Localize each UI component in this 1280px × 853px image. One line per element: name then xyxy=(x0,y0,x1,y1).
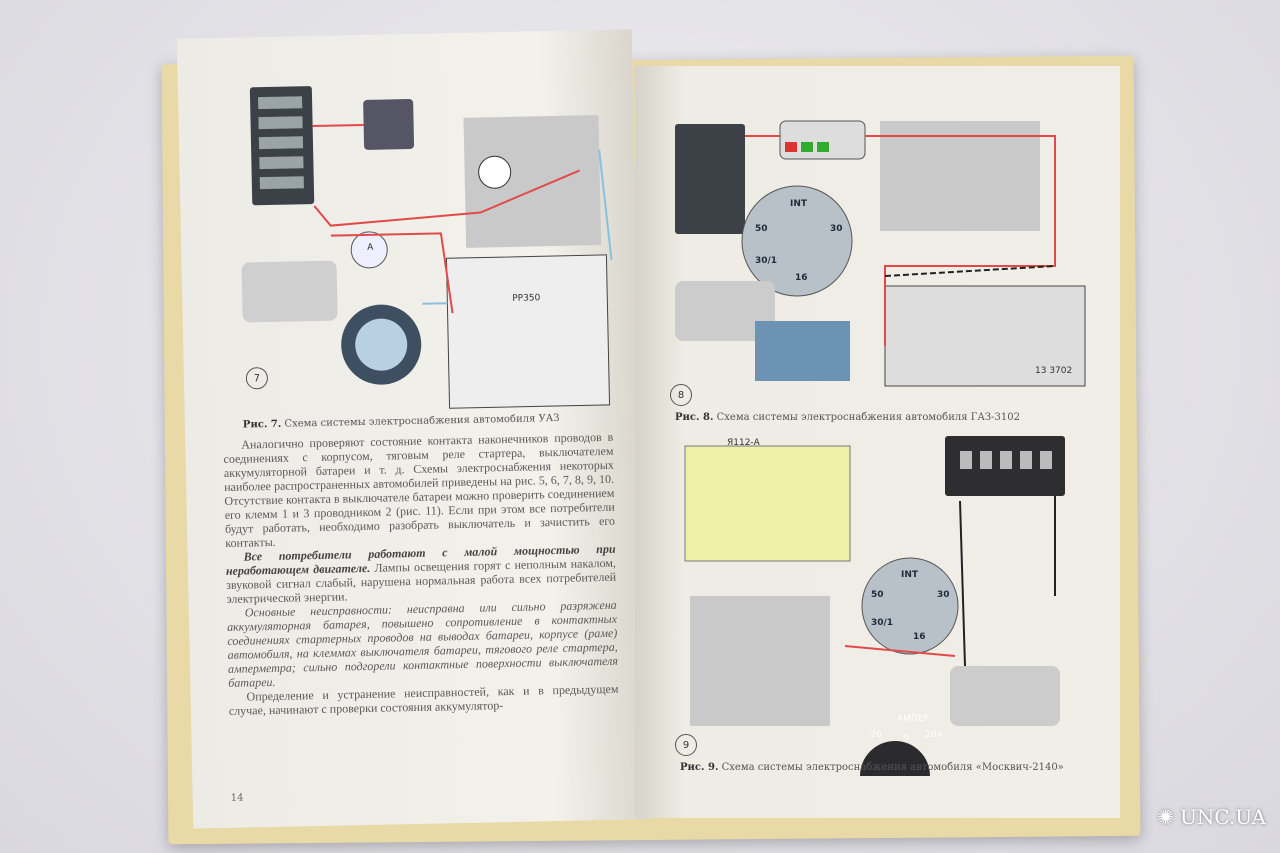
figure-7-diagram xyxy=(241,86,613,409)
figure-8-diagram xyxy=(675,120,1086,387)
figure-9-diagram xyxy=(684,436,1065,776)
gauge-scale-zero: 0 xyxy=(903,734,909,744)
regulator-label: Я112-А xyxy=(727,438,760,448)
switch-int-label: INT xyxy=(901,570,919,580)
regulator-label: 13 3702 xyxy=(1035,366,1073,376)
page-number: 14 xyxy=(230,792,244,804)
regulator-label: РР350 xyxy=(512,293,541,304)
switch-30-label: 30 xyxy=(937,590,950,600)
figure-number: 9 xyxy=(675,734,697,756)
switch-30-1-label: 30/1 xyxy=(871,618,894,628)
right-page: INT 50 30 30/1 16 13 3702 8 Рис. 8. Схем… xyxy=(635,66,1120,818)
figure-number: 8 xyxy=(670,384,692,406)
switch-int-label: INT xyxy=(790,199,808,209)
switch-16-label: 16 xyxy=(795,273,808,283)
gauge-scale-max: 20+ xyxy=(925,730,944,740)
sun-icon: ✺ xyxy=(1157,805,1174,829)
figure-8-caption: Рис. 8. Схема системы электроснабжения а… xyxy=(675,412,1020,423)
left-page: A РР350 7 Рис. 7. Схема системы электрос… xyxy=(176,29,649,829)
body-text: Аналогично проверяют состояние контакта … xyxy=(223,429,619,718)
gauge-label: АМПЕР xyxy=(897,714,929,724)
switch-50-label: 50 xyxy=(755,224,768,234)
gauge-scale-min: -20 xyxy=(867,730,882,740)
figure-9-caption: Рис. 9. Схема системы электроснабжения а… xyxy=(680,762,1064,773)
switch-50-label: 50 xyxy=(871,590,884,600)
switch-30-1-label: 30/1 xyxy=(755,256,778,266)
ammeter-label: A xyxy=(367,242,374,253)
switch-30-label: 30 xyxy=(830,224,843,234)
watermark: ✺UNC.UA xyxy=(1157,805,1266,829)
switch-16-label: 16 xyxy=(913,632,926,642)
